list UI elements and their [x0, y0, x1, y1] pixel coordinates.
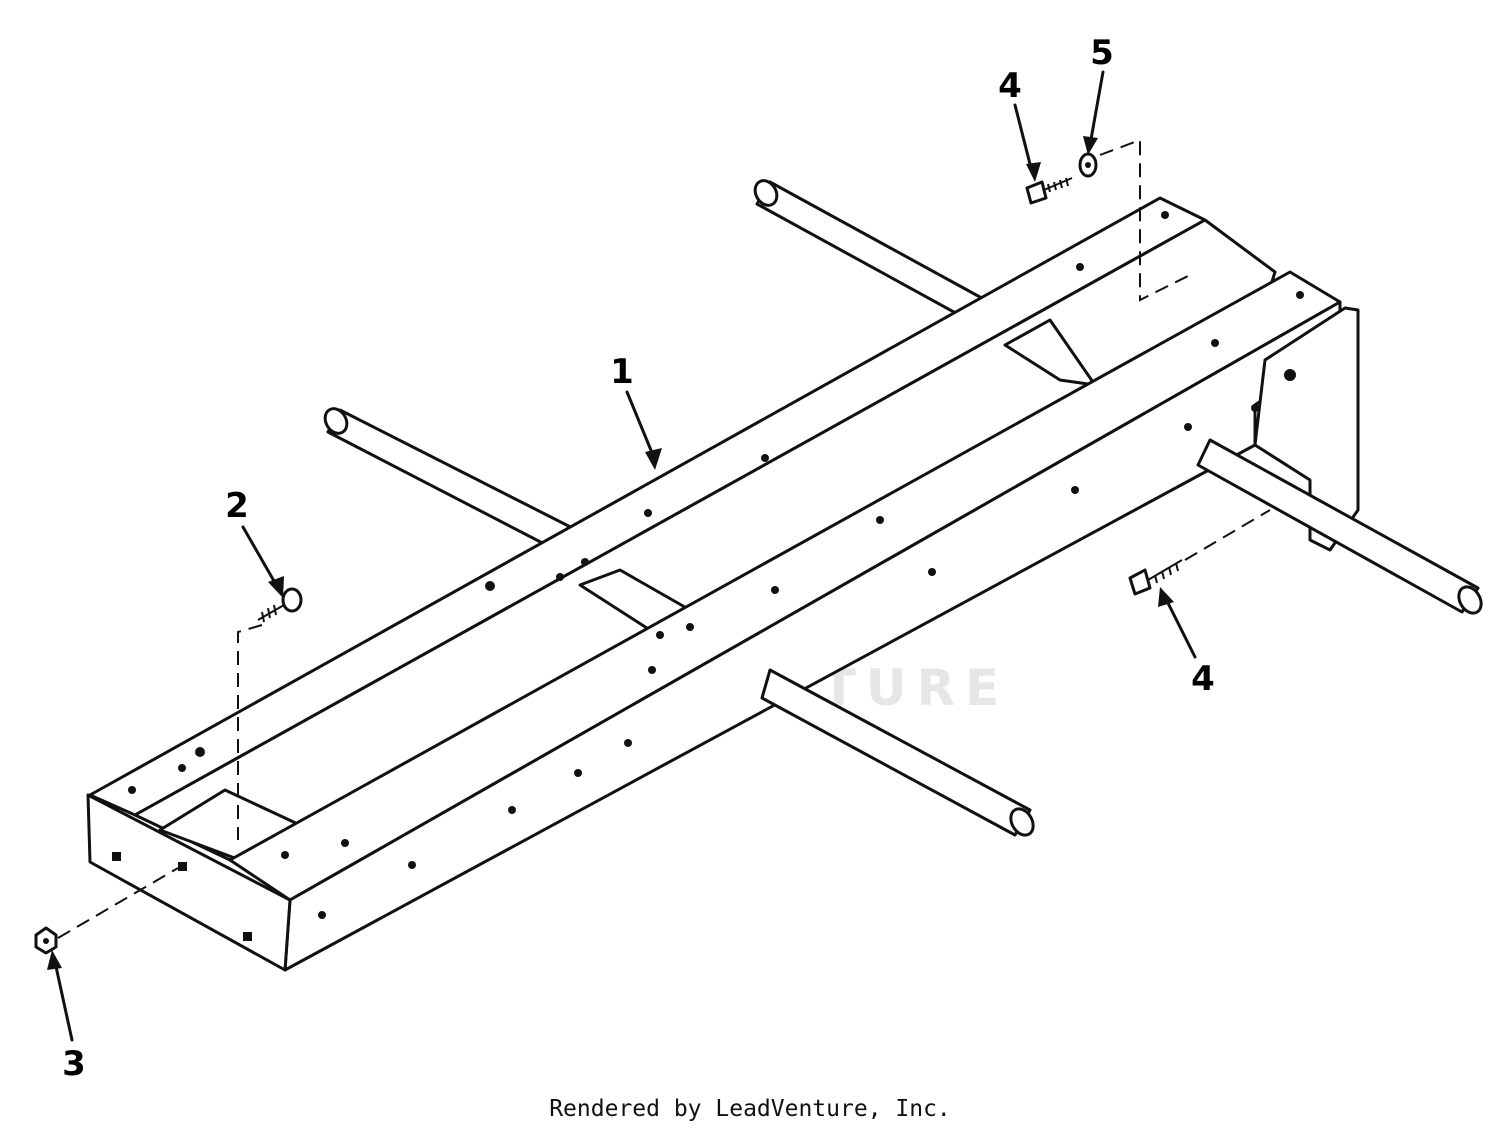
screw-icon	[257, 587, 303, 623]
assembly-lines	[57, 138, 1271, 939]
frame-end-panel	[86, 793, 292, 972]
callout-4-top: 4	[998, 66, 1022, 106]
mounting-holes	[112, 211, 1304, 941]
frame-assembly	[86, 196, 1360, 972]
leader-arrows	[47, 70, 1197, 1042]
hardware	[34, 152, 1183, 955]
callout-3: 3	[62, 1044, 86, 1084]
axle-rods-front	[760, 438, 1483, 837]
nut-icon	[34, 926, 58, 955]
callout-2: 2	[225, 486, 249, 526]
rear-bracket	[1253, 306, 1360, 552]
frame-rail-front	[228, 270, 1342, 902]
bolt-top-icon	[1025, 177, 1073, 205]
credit-text: Rendered by LeadVenture, Inc.	[549, 1096, 951, 1122]
axle-rods-back	[323, 179, 1002, 567]
bolt-right-icon	[1128, 559, 1183, 596]
callout-4-right: 4	[1191, 659, 1215, 699]
callouts: 1 2 3 4 5 4	[62, 33, 1215, 1084]
callout-1: 1	[610, 352, 634, 392]
callout-5: 5	[1090, 33, 1114, 73]
